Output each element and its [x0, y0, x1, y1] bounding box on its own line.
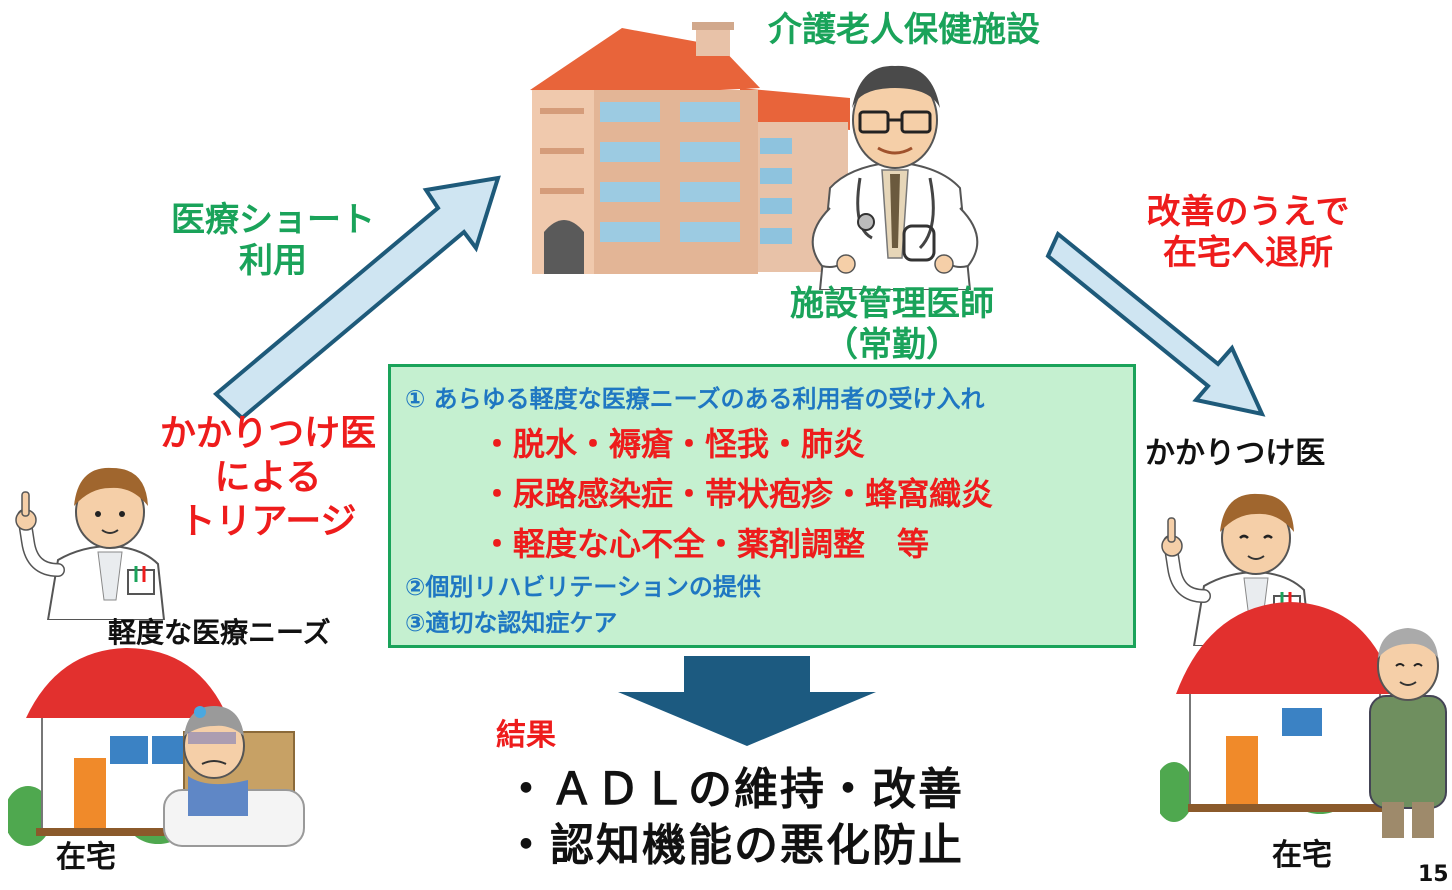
left-home-illustration	[8, 648, 305, 847]
mild-needs-label: 軽度な医療ニーズ	[108, 616, 331, 649]
service-item-1: ① あらゆる軽度な医療ニーズのある利用者の受け入れ	[405, 385, 985, 413]
right-home-label: 在宅	[1272, 838, 1332, 873]
right-home-illustration	[1160, 602, 1447, 838]
left-home-label: 在宅	[56, 840, 116, 875]
discharge-line2: 在宅へ退所	[1163, 232, 1333, 273]
service-sub-3: ・軽度な心不全・薬剤調整 等	[481, 525, 930, 563]
outcome-cognitive: ・認知機能の悪化防止	[504, 820, 964, 871]
left-doctor-illustration	[15, 467, 166, 620]
triage-label: かかりつけ医 による トリアージ	[148, 412, 388, 544]
arrow-to-facility	[212, 175, 501, 421]
short-stay-line2: 利用	[239, 240, 307, 281]
service-sub-1: ・脱水・褥瘡・怪我・肺炎	[481, 425, 866, 463]
service-item-3: ③適切な認知症ケア	[405, 609, 618, 637]
arrow-to-results	[618, 656, 876, 746]
triage-line1: かかりつけ医	[159, 413, 377, 454]
manager-line2: （常勤）	[824, 324, 960, 365]
triage-line3: トリアージ	[179, 500, 357, 542]
arrow-to-home	[1045, 230, 1266, 417]
facility-doctor-illustration	[811, 65, 979, 290]
outcome-adl: ・ＡＤＬの維持・改善	[504, 764, 964, 815]
facility-title: 介護老人保健施設	[768, 10, 1040, 50]
short-stay-label: 医療ショート 利用	[158, 200, 388, 282]
triage-line2: による	[214, 456, 322, 498]
short-stay-line1: 医療ショート	[171, 200, 375, 240]
result-label: 結果	[496, 718, 556, 753]
discharge-label: 改善のうえで 在宅へ退所	[1128, 192, 1368, 274]
facility-manager-label: 施設管理医師 （常勤）	[772, 284, 1012, 366]
service-item-2: ②個別リハビリテーションの提供	[405, 573, 761, 601]
discharge-line1: 改善のうえで	[1146, 192, 1350, 232]
page-number: 15	[1418, 862, 1449, 887]
manager-line1: 施設管理医師	[790, 284, 994, 324]
service-sub-2: ・尿路感染症・帯状疱疹・蜂窩織炎	[481, 475, 994, 513]
right-doctor-label: かかりつけ医	[1145, 436, 1326, 471]
services-box: ① あらゆる軽度な医療ニーズのある利用者の受け入れ ・脱水・褥瘡・怪我・肺炎 ・…	[388, 364, 1136, 648]
